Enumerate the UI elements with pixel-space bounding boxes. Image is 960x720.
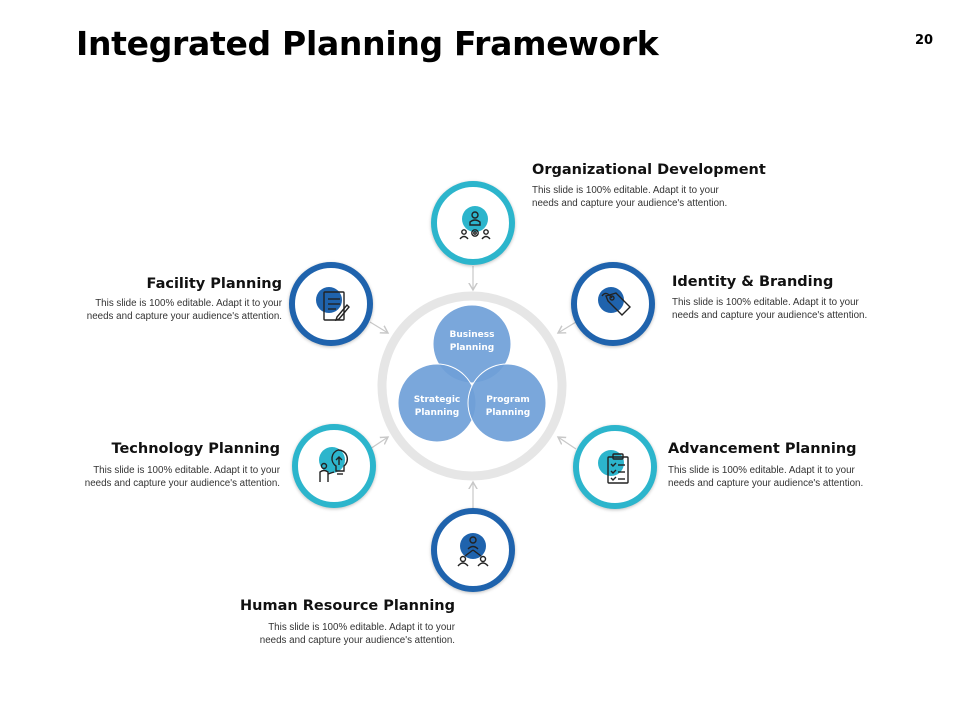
tag-icon <box>598 287 631 316</box>
item-title-identity-branding: Identity & Branding <box>672 274 834 290</box>
desc-line: This slide is 100% editable. Adapt it to… <box>672 297 859 308</box>
node-advancement-planning <box>573 425 657 509</box>
item-desc-technology-planning: This slide is 100% editable. Adapt it to… <box>40 464 280 490</box>
slide-title: Integrated Planning Framework <box>76 24 659 63</box>
arrow-top-right <box>558 321 577 333</box>
venn-circle-business <box>432 304 512 384</box>
desc-line: needs and capture your audience's attent… <box>532 198 728 209</box>
node-identity-branding <box>571 262 655 346</box>
desc-line: This slide is 100% editable. Adapt it to… <box>268 622 455 633</box>
node-human-resource-planning <box>431 508 515 592</box>
node-organizational-development <box>431 181 515 265</box>
desc-line: needs and capture your audience's attent… <box>86 311 282 322</box>
lightbulb-person-icon <box>319 447 348 482</box>
venn-circle-program <box>467 363 547 443</box>
outer-ring <box>377 291 567 481</box>
item-title-human-resource-planning: Human Resource Planning <box>240 598 455 614</box>
venn-label-business-2: Planning <box>450 343 495 353</box>
desc-line: This slide is 100% editable. Adapt it to… <box>532 185 719 196</box>
node-facility-planning <box>289 262 373 346</box>
document-pen-icon <box>316 287 350 322</box>
team-gear-icon <box>459 206 491 240</box>
item-desc-facility-planning: This slide is 100% editable. Adapt it to… <box>42 297 282 323</box>
venn-label-strategic-1: Strategic <box>414 395 461 405</box>
clipboard-checklist-icon <box>598 450 629 484</box>
desc-line: needs and capture your audience's attent… <box>668 478 864 489</box>
venn-label-program-2: Planning <box>486 408 531 418</box>
node-technology-planning <box>292 424 376 508</box>
page-number: 20 <box>914 33 934 48</box>
connector-arrows <box>369 266 577 508</box>
item-title-organizational-development: Organizational Development <box>532 162 766 178</box>
desc-line: needs and capture your audience's attent… <box>84 478 280 489</box>
desc-line: This slide is 100% editable. Adapt it to… <box>93 465 280 476</box>
arrow-bottom-left <box>369 437 388 450</box>
item-title-facility-planning: Facility Planning <box>146 276 282 292</box>
desc-line: needs and capture your audience's attent… <box>672 310 868 321</box>
people-network-icon <box>457 533 489 567</box>
desc-line: This slide is 100% editable. Adapt it to… <box>668 465 855 476</box>
venn-diagram: Business Planning Strategic Planning Pro… <box>397 304 547 443</box>
desc-line: This slide is 100% editable. Adapt it to… <box>95 298 282 309</box>
item-desc-advancement-planning: This slide is 100% editable. Adapt it to… <box>668 464 863 490</box>
item-desc-organizational-development: This slide is 100% editable. Adapt it to… <box>532 184 727 210</box>
arrow-top-left <box>369 321 388 333</box>
item-desc-human-resource-planning: This slide is 100% editable. Adapt it to… <box>215 621 455 647</box>
venn-label-program-1: Program <box>486 395 530 405</box>
desc-line: needs and capture your audience's attent… <box>259 635 455 646</box>
item-title-technology-planning: Technology Planning <box>111 441 280 457</box>
venn-label-strategic-2: Planning <box>415 408 460 418</box>
item-desc-identity-branding: This slide is 100% editable. Adapt it to… <box>672 296 867 322</box>
item-title-advancement-planning: Advancement Planning <box>668 441 857 457</box>
venn-label-business-1: Business <box>450 330 495 340</box>
arrow-bottom-right <box>558 437 577 450</box>
